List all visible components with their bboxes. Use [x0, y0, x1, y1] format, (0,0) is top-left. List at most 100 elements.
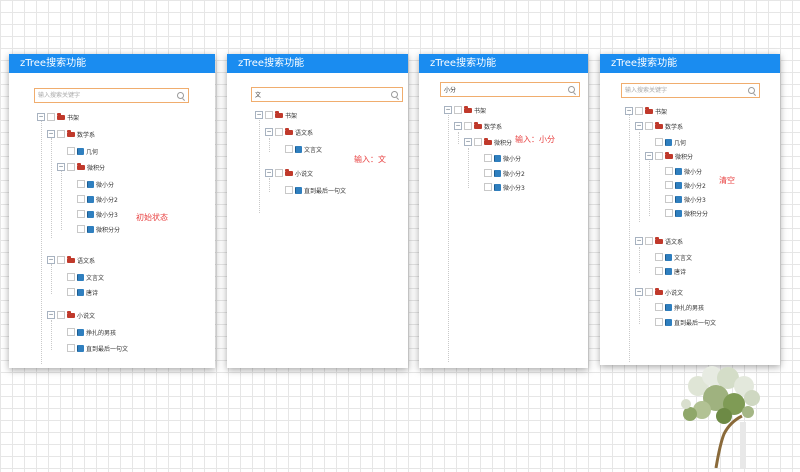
- minus-icon[interactable]: −: [635, 237, 643, 245]
- tree-node-leaf[interactable]: 直到最后一句文: [275, 185, 346, 195]
- checkbox[interactable]: [484, 169, 492, 177]
- tree-node-novel[interactable]: −小说文: [47, 310, 95, 320]
- search-input[interactable]: [625, 84, 742, 97]
- checkbox[interactable]: [67, 273, 75, 281]
- checkbox[interactable]: [77, 210, 85, 218]
- checkbox[interactable]: [655, 138, 663, 146]
- minus-icon[interactable]: −: [255, 111, 263, 119]
- checkbox[interactable]: [484, 154, 492, 162]
- checkbox[interactable]: [454, 106, 462, 114]
- tree-node-bookshelf[interactable]: −书架: [37, 112, 79, 122]
- checkbox[interactable]: [285, 145, 293, 153]
- minus-icon[interactable]: −: [265, 128, 273, 136]
- checkbox[interactable]: [67, 288, 75, 296]
- search-input[interactable]: [255, 88, 385, 101]
- tree-node-leaf[interactable]: 微小分: [67, 179, 114, 189]
- checkbox[interactable]: [275, 169, 283, 177]
- tree-node-leaf[interactable]: 微小分3: [67, 209, 118, 219]
- minus-icon[interactable]: −: [645, 152, 653, 160]
- tree-node-leaf[interactable]: 微积分分: [67, 224, 120, 234]
- minus-icon[interactable]: −: [57, 163, 65, 171]
- minus-icon[interactable]: −: [635, 122, 643, 130]
- checkbox[interactable]: [67, 147, 75, 155]
- tree-node-bookshelf[interactable]: −书架: [444, 105, 486, 115]
- search-input[interactable]: [444, 83, 562, 96]
- tree-node-calculus[interactable]: −微积分: [645, 151, 693, 161]
- tree-node-leaf[interactable]: 文言文: [57, 272, 104, 282]
- checkbox[interactable]: [265, 111, 273, 119]
- checkbox[interactable]: [645, 237, 653, 245]
- tree-node-leaf[interactable]: 微小分: [474, 153, 521, 163]
- tree-node-chinese[interactable]: −语文系: [635, 236, 683, 246]
- checkbox[interactable]: [77, 195, 85, 203]
- tree-node-leaf[interactable]: 挣扎的男孩: [57, 327, 116, 337]
- tree-node-geometry[interactable]: 几何: [645, 137, 686, 147]
- checkbox[interactable]: [655, 267, 663, 275]
- checkbox[interactable]: [665, 209, 673, 217]
- checkbox[interactable]: [67, 328, 75, 336]
- tree-node-chinese[interactable]: −语文系: [47, 255, 95, 265]
- checkbox[interactable]: [484, 183, 492, 191]
- checkbox[interactable]: [665, 167, 673, 175]
- tree-node-novel[interactable]: −小说文: [265, 168, 313, 178]
- tree-node-novel[interactable]: −小说文: [635, 287, 683, 297]
- tree-node-math[interactable]: −数学系: [635, 121, 683, 131]
- checkbox[interactable]: [77, 225, 85, 233]
- checkbox[interactable]: [67, 163, 75, 171]
- tree-node-leaf[interactable]: 微小分3: [655, 194, 706, 204]
- checkbox[interactable]: [285, 186, 293, 194]
- minus-icon[interactable]: −: [635, 288, 643, 296]
- tree-node-leaf[interactable]: 直到最后一句文: [645, 317, 716, 327]
- search-icon[interactable]: [748, 87, 755, 94]
- checkbox[interactable]: [464, 122, 472, 130]
- minus-icon[interactable]: −: [37, 113, 45, 121]
- tree-node-calculus[interactable]: −微积分: [57, 162, 105, 172]
- minus-icon[interactable]: −: [265, 169, 273, 177]
- tree-node-math[interactable]: −数学系: [454, 121, 502, 131]
- checkbox[interactable]: [655, 253, 663, 261]
- tree-node-leaf[interactable]: 文言文: [645, 252, 692, 262]
- minus-icon[interactable]: −: [464, 138, 472, 146]
- tree-node-bookshelf[interactable]: −书架: [625, 106, 667, 116]
- checkbox[interactable]: [47, 113, 55, 121]
- tree-node-leaf[interactable]: 文言文: [275, 144, 322, 154]
- tree-node-leaf[interactable]: 唐诗: [57, 287, 98, 297]
- checkbox[interactable]: [655, 318, 663, 326]
- minus-icon[interactable]: −: [454, 122, 462, 130]
- tree-node-leaf[interactable]: 微小分2: [655, 180, 706, 190]
- minus-icon[interactable]: −: [47, 256, 55, 264]
- checkbox[interactable]: [645, 122, 653, 130]
- tree-node-bookshelf[interactable]: −书架: [255, 110, 297, 120]
- tree-node-leaf[interactable]: 微小分2: [474, 168, 525, 178]
- minus-icon[interactable]: −: [47, 130, 55, 138]
- checkbox[interactable]: [645, 288, 653, 296]
- checkbox[interactable]: [635, 107, 643, 115]
- minus-icon[interactable]: −: [625, 107, 633, 115]
- search-icon[interactable]: [391, 91, 398, 98]
- tree-node-leaf[interactable]: 唐诗: [645, 266, 686, 276]
- checkbox[interactable]: [57, 311, 65, 319]
- search-icon[interactable]: [177, 92, 184, 99]
- tree-node-leaf[interactable]: 直到最后一句文: [57, 343, 128, 353]
- tree-node-leaf[interactable]: 微积分分: [655, 208, 708, 218]
- checkbox[interactable]: [655, 303, 663, 311]
- checkbox[interactable]: [67, 344, 75, 352]
- checkbox[interactable]: [275, 128, 283, 136]
- tree-node-chinese[interactable]: −语文系: [265, 127, 313, 137]
- checkbox[interactable]: [665, 181, 673, 189]
- checkbox[interactable]: [57, 130, 65, 138]
- search-input[interactable]: [38, 89, 171, 102]
- checkbox[interactable]: [77, 180, 85, 188]
- checkbox[interactable]: [474, 138, 482, 146]
- tree-node-math[interactable]: −数学系: [47, 129, 95, 139]
- search-icon[interactable]: [568, 86, 575, 93]
- tree-node-geometry[interactable]: 几何: [57, 146, 98, 156]
- checkbox[interactable]: [655, 152, 663, 160]
- tree-node-calculus[interactable]: −微积分: [464, 137, 512, 147]
- tree-node-leaf[interactable]: 挣扎的男孩: [645, 302, 704, 312]
- checkbox[interactable]: [665, 195, 673, 203]
- minus-icon[interactable]: −: [444, 106, 452, 114]
- minus-icon[interactable]: −: [47, 311, 55, 319]
- checkbox[interactable]: [57, 256, 65, 264]
- tree-node-leaf[interactable]: 微小分3: [474, 182, 525, 192]
